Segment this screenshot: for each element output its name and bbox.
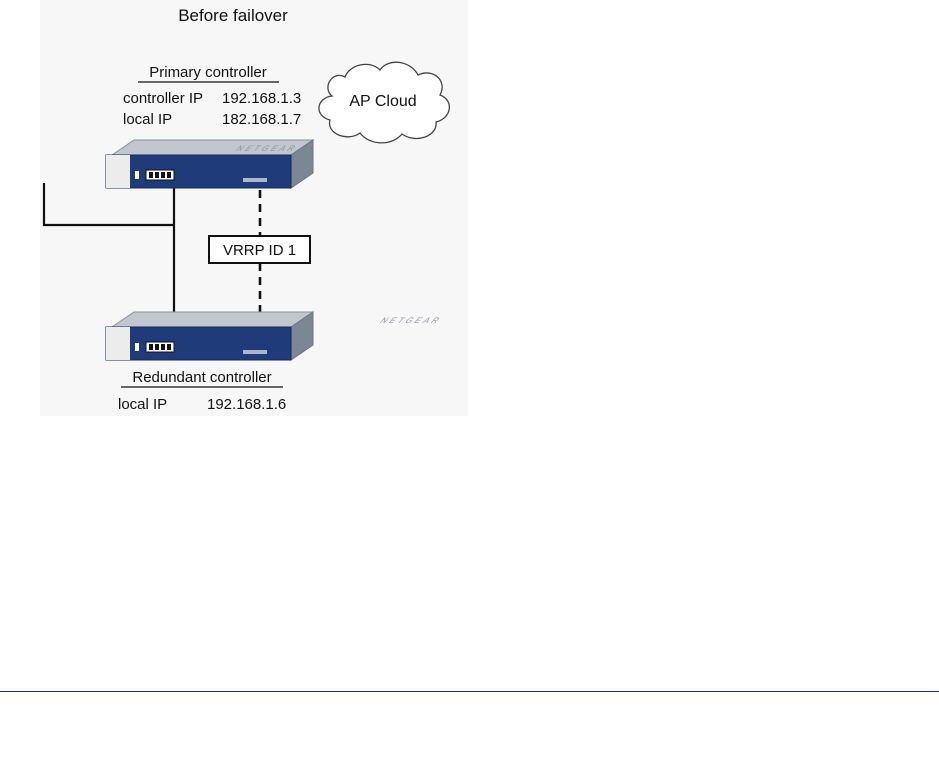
ap-cloud-label: AP Cloud <box>349 93 416 110</box>
redundant-device-badge <box>243 350 267 354</box>
redundant-device-front <box>105 326 292 361</box>
primary-device-brand: NETGEAR <box>234 144 301 153</box>
ap-cloud: AP Cloud <box>318 61 450 144</box>
diagram-title: Before failover <box>178 6 288 25</box>
redundant-local-ip-value: 192.168.1.6 <box>207 396 286 413</box>
primary-local-ip-label: local IP <box>123 111 172 128</box>
primary-device-led <box>135 171 139 179</box>
primary-controller-heading: Primary controller <box>149 64 267 81</box>
network-cable-left <box>42 183 174 227</box>
vrrp-label: VRRP ID 1 <box>223 242 296 259</box>
redundant-device-led <box>135 343 139 351</box>
redundant-controller-device: NETGEAR <box>105 311 445 361</box>
page-divider <box>0 691 939 692</box>
primary-controller-ip-value: 192.168.1.3 <box>222 90 301 107</box>
vrrp-box <box>208 235 311 264</box>
redundant-device-top <box>110 311 315 328</box>
primary-local-ip-value: 182.168.1.7 <box>222 111 301 128</box>
primary-device-front-left <box>106 155 130 188</box>
primary-controller-device: NETGEAR <box>105 139 315 189</box>
primary-device-badge <box>243 178 267 182</box>
redundant-local-ip-label: local IP <box>118 396 167 413</box>
redundant-device-brand: NETGEAR <box>378 316 445 325</box>
primary-device-ports <box>145 169 175 181</box>
cloud-icon <box>318 61 450 144</box>
redundant-device-front-left <box>106 327 130 360</box>
redundant-controller-heading: Redundant controller <box>132 369 271 386</box>
primary-controller-ip-label: controller IP <box>123 90 203 107</box>
primary-device-front <box>105 154 292 189</box>
redundant-device-ports <box>145 341 175 353</box>
